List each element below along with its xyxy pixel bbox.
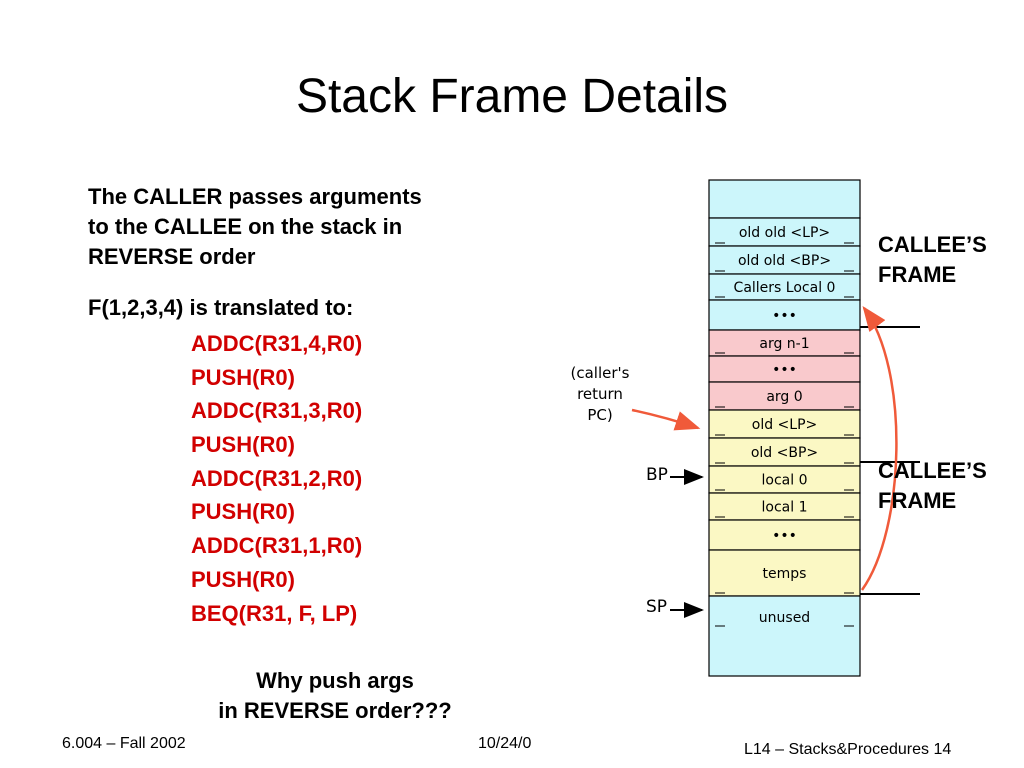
footer-date: 10/24/0 [478, 735, 532, 752]
stack-slot-label: local 1 [762, 500, 808, 516]
code-line: ADDC(R31,2,R0) [191, 465, 363, 491]
stack-slot [708, 465, 861, 494]
caller-return-label-line: PC) [587, 406, 612, 424]
code-line: PUSH(R0) [191, 364, 295, 390]
stack-slot [708, 299, 861, 331]
return-pc-arrow [631, 408, 701, 431]
stack-slot [708, 409, 861, 439]
stack-slot-label: old <BP> [751, 445, 818, 461]
stack-slot-label: arg 0 [766, 389, 802, 405]
code-line: PUSH(R0) [191, 499, 295, 525]
stack-slot-label: arg n-1 [759, 336, 809, 352]
stack-slot-label: ••• [772, 362, 797, 378]
stack-slot-label: ••• [772, 528, 797, 544]
code-line: BEQ(R31, F, LP) [191, 600, 358, 626]
frame-link-arrow [860, 305, 898, 591]
stack-slot [708, 437, 861, 467]
footer-lecture: L14 – Stacks&Procedures 14 [744, 741, 952, 758]
stack-slot [708, 217, 861, 247]
caller-return-label-line: return [577, 385, 623, 403]
stack-slot-label: old old <LP> [739, 225, 830, 241]
code-line: PUSH(R0) [191, 432, 295, 458]
question-line: Why push args [256, 668, 414, 693]
caller-return-label-line: (caller's [571, 364, 630, 382]
stack-slots: old old <LP> old old <BP> Callers Local 0 •… [708, 179, 861, 677]
question-line: in REVERSE order??? [218, 698, 452, 723]
bp-label: BP [646, 465, 668, 485]
stack-slot [708, 595, 861, 677]
frame-label-top: CALLEE’S FRAME [878, 232, 987, 287]
stack-diagram: old old <LP> old old <BP> Callers Local 0 •… [571, 179, 920, 677]
stack-slot-label: local 0 [762, 473, 808, 489]
stack-slot-label: old <LP> [752, 417, 818, 433]
code-line: PUSH(R0) [191, 566, 295, 592]
sp-label: SP [646, 597, 667, 617]
stack-slot [708, 381, 861, 411]
stack-slot-label: ••• [772, 308, 797, 324]
code-line: ADDC(R31,3,R0) [191, 398, 363, 424]
question-text: Why push args in REVERSE order??? [170, 666, 500, 726]
stack-slot-label: temps [763, 566, 807, 582]
stack-slot [708, 179, 861, 219]
footer-course: 6.004 – Fall 2002 [62, 735, 186, 752]
code-listing: ADDC(R31,4,R0) PUSH(R0) ADDC(R31,3,R0) P… [191, 327, 362, 630]
stack-slot [708, 549, 861, 597]
frame-label-bottom: CALLEE’S FRAME [878, 458, 987, 513]
stack-slot-label: Callers Local 0 [734, 280, 836, 296]
translated-label: F(1,2,3,4) is translated to: [88, 295, 354, 320]
stack-slot-label: old old <BP> [738, 253, 831, 269]
code-line: ADDC(R31,4,R0) [191, 331, 363, 356]
stack-slot [708, 519, 861, 551]
stack-slot-label: unused [759, 610, 810, 626]
code-line: ADDC(R31,1,R0) [191, 533, 363, 559]
intro-text: The CALLER passes arguments to the CALLE… [88, 184, 422, 269]
slide-title: Stack Frame Details [295, 70, 729, 123]
stack-slot [708, 492, 861, 521]
stack-slot [708, 329, 861, 357]
